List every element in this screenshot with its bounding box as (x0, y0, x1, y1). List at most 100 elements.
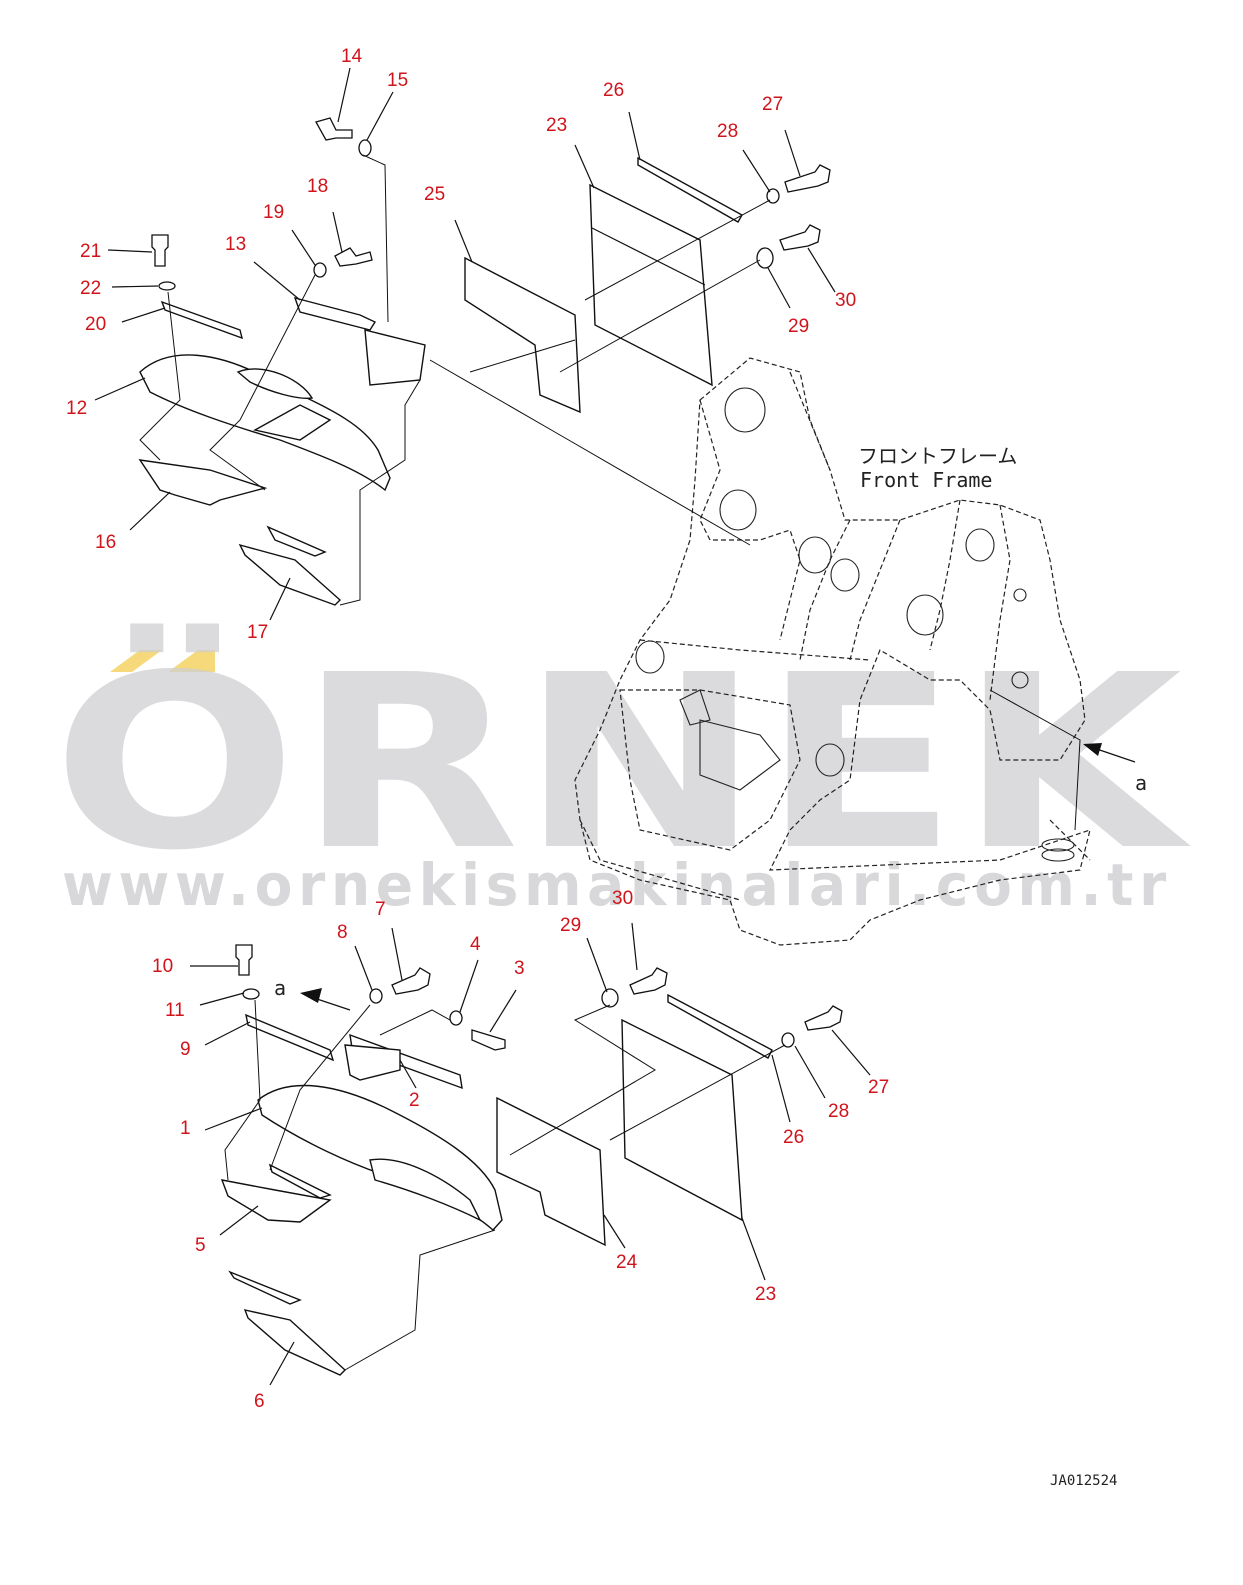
washer-8 (369, 988, 383, 1004)
chain-line-mudflap-upper-3 (469, 339, 576, 373)
stay-part-2 (344, 1044, 401, 1081)
watermark-accent-left (110, 650, 162, 672)
bolt-10 (235, 944, 253, 976)
mudflap-part-23-upper (589, 183, 713, 387)
callout-16: 16 (95, 532, 116, 553)
washer-19 (313, 262, 327, 278)
chain-line-lower-4 (344, 1229, 496, 1371)
bolt-30-upper (779, 224, 821, 251)
washer-28-upper (766, 188, 780, 204)
cover-part-25 (464, 256, 581, 414)
chain-line-mudflap-lower-1 (509, 1004, 656, 1156)
chain-line-lower-3 (379, 1009, 451, 1036)
fender-rib-12 (253, 404, 332, 441)
watermark: ÖRNEK www.ornekismakinalari.com.tr (52, 622, 1192, 919)
plate-top-5 (268, 1163, 332, 1199)
view-arrow-lower-head (300, 988, 322, 1003)
callout-23-upper: 23 (546, 115, 567, 136)
callout-18: 18 (307, 176, 328, 197)
lower-mudflap-group (496, 967, 843, 1247)
callout-9: 9 (180, 1039, 191, 1060)
bracket-part-13 (293, 296, 377, 331)
front-frame-label-jp: フロントフレーム (858, 444, 1017, 468)
washer-11 (242, 988, 260, 1000)
bolt-21 (151, 234, 169, 267)
callout-5: 5 (195, 1235, 206, 1256)
bolt-30-lower (629, 967, 668, 995)
callout-26-upper: 26 (603, 80, 624, 101)
watermark-accent-right (168, 650, 215, 672)
callout-26-lower: 26 (783, 1127, 804, 1148)
chain-line-lower-2 (269, 1004, 371, 1171)
strip-part-26-upper (637, 156, 743, 223)
reference-line-frame-a (989, 689, 1081, 831)
callout-11: 11 (165, 1000, 185, 1021)
plate-top-6 (228, 1270, 302, 1305)
callout-15: 15 (387, 70, 408, 91)
chain-line-upper-1 (362, 154, 389, 323)
bolt-18 (334, 247, 373, 267)
reference-line-upper (429, 359, 751, 546)
callout-23-lower: 23 (755, 1284, 776, 1305)
upper-left-fender-group (138, 117, 426, 606)
bolt-7 (391, 967, 431, 995)
callout-10: 10 (152, 956, 173, 977)
upper-mudflap-group (464, 156, 831, 414)
callout-30-lower: 30 (612, 888, 633, 909)
callout-29-upper: 29 (788, 316, 809, 337)
view-marker-lower: a (274, 976, 286, 1000)
plate-part-17 (238, 543, 342, 606)
watermark-brand: ÖRNEK (52, 622, 1192, 903)
drawing-code: JA012524 (1050, 1473, 1117, 1489)
washer-29-upper (756, 247, 774, 269)
callout-13: 13 (225, 234, 246, 255)
plate-part-5 (220, 1179, 332, 1223)
chain-line-mudflap-lower-2 (609, 1044, 786, 1141)
callout-7: 7 (375, 899, 386, 920)
callout-25: 25 (424, 184, 445, 205)
chain-line-mudflap-upper-1 (584, 199, 771, 301)
callout-2: 2 (409, 1090, 420, 1111)
callout-29-lower: 29 (560, 915, 581, 936)
bolt-3 (471, 1029, 506, 1051)
callout-19: 19 (263, 202, 284, 223)
bolt-27-upper (784, 164, 831, 193)
front-frame (574, 357, 1091, 946)
washer-29-lower (601, 988, 619, 1008)
fender-top-12 (236, 368, 314, 400)
chain-line-lower-1 (224, 999, 261, 1181)
callout-27-upper: 27 (762, 94, 783, 115)
callout-4: 4 (470, 934, 481, 955)
fender-inner-1 (369, 1158, 482, 1222)
washer-15 (358, 139, 372, 157)
callout-8: 8 (337, 922, 348, 943)
fender-part-12 (139, 354, 391, 492)
callout-1: 1 (180, 1118, 191, 1139)
callout-14: 14 (341, 46, 363, 67)
cover-part-24 (496, 1096, 606, 1247)
bracket-part-9 (245, 1013, 335, 1062)
chain-line-upper-2 (209, 274, 316, 491)
callout-3: 3 (514, 958, 525, 979)
callout-27-lower: 27 (868, 1077, 889, 1098)
bolt-14 (315, 117, 353, 141)
washer-28-lower (781, 1032, 795, 1048)
leader-lines (94, 67, 871, 1386)
bracket-part-20 (160, 300, 243, 340)
view-arrow-right: a (1083, 743, 1147, 795)
chain-line-mudflap-upper-2 (559, 259, 761, 373)
callout-20: 20 (85, 314, 106, 335)
front-frame-label-en: Front Frame (860, 468, 992, 492)
callout-labels: 14 15 18 19 21 22 13 20 12 16 17 25 23 2… (66, 46, 889, 1412)
strip-part-26-lower (667, 993, 773, 1059)
stay-part-13 (364, 329, 426, 386)
washer-4 (449, 1010, 463, 1026)
callout-21: 21 (80, 241, 101, 262)
callout-6: 6 (254, 1391, 265, 1412)
bolt-27-lower (804, 1005, 843, 1031)
callout-12: 12 (66, 398, 87, 419)
callout-30-upper: 30 (835, 290, 856, 311)
view-marker-right: a (1135, 771, 1147, 795)
callout-28-lower: 28 (828, 1101, 849, 1122)
